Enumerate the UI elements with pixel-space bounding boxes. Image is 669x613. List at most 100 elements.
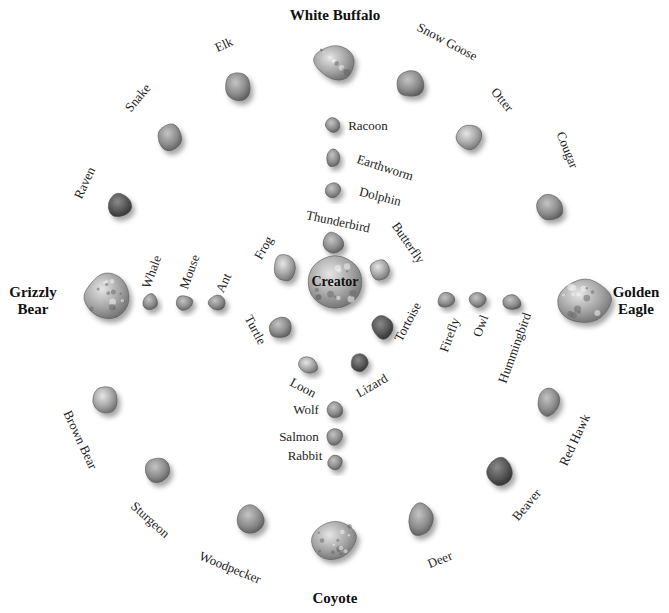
stone-shape <box>307 515 363 565</box>
animal-label: Ant <box>213 271 234 295</box>
stone-shape <box>468 291 488 309</box>
stone-node: Creator <box>304 252 366 312</box>
stone-node: Racoon <box>324 116 342 134</box>
stone-node: Golden Eagle <box>550 274 616 326</box>
animal-label: Racoon <box>348 119 388 133</box>
animal-label: Woodpecker <box>197 549 263 587</box>
animal-label: Deer <box>426 549 455 572</box>
stone-node: Wolf <box>325 400 345 420</box>
stone-node: Beaver <box>484 455 516 489</box>
animal-label: Otter <box>488 85 516 115</box>
stone-shape <box>323 181 343 199</box>
stone-node: Turtle <box>266 314 294 340</box>
stone-shape <box>106 190 134 220</box>
animal-label: Wolf <box>293 403 319 417</box>
stone-node: Whale <box>141 292 159 312</box>
center-label: Creator <box>311 274 358 289</box>
animal-label: Snow Goose <box>414 20 479 64</box>
stone-node: Brown Bear <box>89 384 121 416</box>
stone-node: Firefly <box>436 291 456 309</box>
stone-node: Snow Goose <box>393 69 427 101</box>
stone-node: Loon <box>296 355 320 375</box>
stone-node: Hummingbird <box>501 293 523 311</box>
animal-label: Frog <box>252 234 277 262</box>
stone-node: Lizard <box>349 352 371 374</box>
animal-label: Brown Bear <box>60 408 100 471</box>
stone-node: Elk <box>221 70 255 104</box>
stone-node: Mouse <box>174 294 194 312</box>
animal-label: Whale <box>139 254 164 291</box>
stone-shape <box>405 500 435 540</box>
stone-node: Woodpecker <box>233 502 267 538</box>
stone-shape <box>436 291 456 309</box>
animal-label: Grizzly Bear <box>3 284 63 317</box>
stone-node: Snake <box>155 120 185 154</box>
stone-shape <box>174 294 194 312</box>
stone-shape <box>368 257 392 283</box>
stone-shape <box>324 116 342 134</box>
stone-shape <box>155 120 185 154</box>
stone-node: Sturgeon <box>142 455 174 485</box>
animal-label: Snake <box>122 81 153 115</box>
animal-label: Red Hawk <box>557 412 593 468</box>
stone-node: Owl <box>468 291 488 309</box>
animal-label: Rabbit <box>288 449 323 463</box>
stone-shape <box>221 70 255 104</box>
animal-label: Owl <box>470 313 491 339</box>
animal-label: Firefly <box>437 316 463 354</box>
stone-shape <box>80 270 136 324</box>
stone-node: Thunderbird <box>320 230 346 256</box>
animal-label: Cougar <box>553 130 581 171</box>
stone-shape <box>325 427 345 447</box>
stone-shape <box>535 191 565 223</box>
stone-shape <box>326 453 344 471</box>
animal-label: Tortoise <box>392 300 425 344</box>
stone-shape <box>501 293 523 311</box>
animal-label: Elk <box>213 35 235 56</box>
stone-shape <box>484 455 516 489</box>
stone-shape <box>233 502 267 538</box>
stone-shape <box>393 69 427 101</box>
stone-node: Otter <box>454 123 486 151</box>
stone-node: Grizzly Bear <box>80 270 136 324</box>
animal-label: Sturgeon <box>128 499 172 541</box>
stone-shape <box>266 314 294 340</box>
animal-label: Golden Eagle <box>606 284 666 317</box>
stone-shape <box>349 352 371 374</box>
stone-node: Rabbit <box>326 453 344 471</box>
stone-node: Ant <box>207 294 227 312</box>
animal-label: Beaver <box>510 486 545 523</box>
animal-label: Salmon <box>279 430 319 444</box>
animal-label: Coyote <box>313 590 358 607</box>
stone-node: Frog <box>271 252 299 284</box>
stone-node: Coyote <box>307 515 363 565</box>
stone-node: Butterfly <box>368 257 392 283</box>
stone-node: Salmon <box>325 427 345 447</box>
stone-shape <box>550 274 616 326</box>
animal-label: Loon <box>288 375 319 401</box>
animal-label: Dolphin <box>358 185 403 209</box>
animal-label: Lizard <box>354 371 391 400</box>
animal-label: Thunderbird <box>305 208 372 235</box>
stone-shape <box>89 384 121 416</box>
animal-label: White Buffalo <box>290 7 380 24</box>
animal-label: Raven <box>72 165 99 201</box>
stone-shape <box>534 385 562 419</box>
stone-shape <box>142 455 174 485</box>
animal-label: Turtle <box>241 313 268 347</box>
stone-shape <box>141 292 159 312</box>
stone-shape <box>296 355 320 375</box>
animal-label: Hummingbird <box>496 311 535 385</box>
stone-node: Deer <box>405 500 435 540</box>
stone-shape <box>325 147 341 169</box>
animal-label: Butterfly <box>389 220 428 267</box>
stone-node: Dolphin <box>323 181 343 199</box>
stone-node: Tortoise <box>370 313 396 341</box>
animal-label: Earthworm <box>355 152 415 184</box>
stone-shape <box>207 294 227 312</box>
stone-node: White Buffalo <box>310 40 360 84</box>
stone-node: Cougar <box>535 191 565 223</box>
stone-shape <box>310 40 360 84</box>
stone-shape <box>320 230 346 256</box>
